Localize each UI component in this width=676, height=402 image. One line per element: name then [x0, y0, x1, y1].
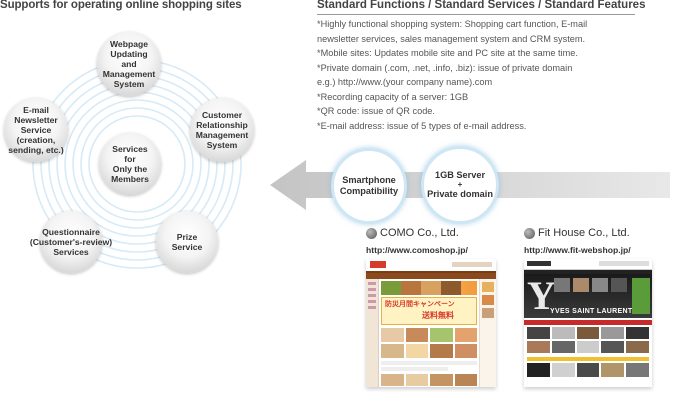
feature-list: *Highly functional shopping system: Shop… — [317, 17, 647, 133]
webpage-management-bubble: Webpage Updating and Management System — [97, 32, 161, 96]
title-divider — [317, 14, 635, 15]
server-domain-bubble: 1GB Server + Private domain — [421, 146, 499, 224]
feature-line: *Recording capacity of a server: 1GB — [317, 91, 469, 102]
feature-line: *Private domain (.com, .net, .info, .biz… — [317, 62, 573, 73]
como-campaign-banner: 防災月間キャンペーン — [385, 301, 455, 308]
feature-line: e.g.) http://www.(your company name).com — [317, 77, 493, 87]
crm-bubble: Customer Relationship Management System — [190, 98, 254, 162]
smartphone-compatibility-bubble: Smartphone Compatibility — [331, 148, 407, 224]
como-free-shipping: 送料無料 — [422, 311, 454, 320]
members-services-bubble: Services for Only the Members — [99, 133, 161, 195]
bullet-icon — [366, 227, 377, 239]
company-fithouse: Fit House Co., Ltd. — [524, 227, 630, 239]
feature-line: newsletter services, sales management sy… — [317, 33, 586, 44]
feature-line: *E-mail address: issue of 5 types of e-m… — [317, 120, 527, 131]
right-section-title: Standard Functions / Standard Services /… — [317, 0, 646, 11]
prize-service-bubble: Prize Service — [156, 211, 218, 273]
newsletter-bubble: E-mail Newsletter Service (creation, sen… — [4, 98, 68, 162]
como-url-link[interactable]: http://www.comoshop.jp/ — [366, 245, 468, 255]
fit-brand-logo: YVES SAINT LAURENT — [550, 308, 633, 315]
como-site-screenshot[interactable]: 防災月間キャンペーン 送料無料 — [366, 259, 496, 387]
company-como: COMO Co., Ltd. — [366, 227, 459, 239]
fithouse-site-screenshot[interactable]: Y YVES SAINT LAURENT — [524, 259, 652, 387]
feature-line: *QR code: issue of QR code. — [317, 106, 435, 116]
fithouse-url-link[interactable]: http://www.fit-webshop.jp/ — [524, 245, 631, 255]
left-section-title: Supports for operating online shopping s… — [0, 0, 242, 11]
questionnaire-bubble: Questionnaire (Customer's-review) Servic… — [30, 211, 112, 273]
bullet-icon — [524, 227, 535, 239]
feature-line: *Mobile sites: Updates mobile site and P… — [317, 48, 578, 58]
feature-line: *Highly functional shopping system: Shop… — [317, 19, 588, 29]
